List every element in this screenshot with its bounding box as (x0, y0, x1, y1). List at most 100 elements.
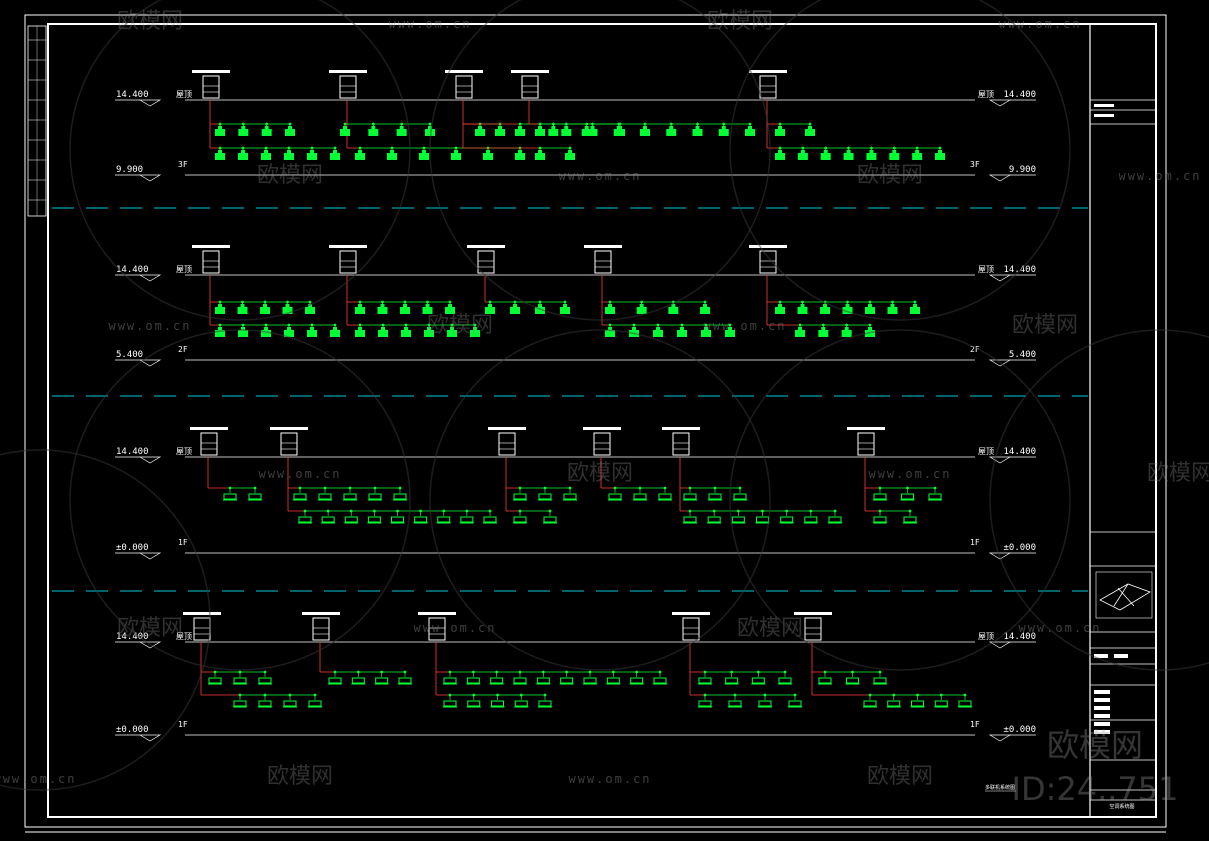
branch-joint (358, 146, 362, 150)
outdoor-unit-cap (662, 427, 700, 430)
indoor-unit (873, 493, 887, 500)
indoor-unit-neck (287, 150, 291, 153)
branch-joint (823, 670, 827, 674)
branch-joint (563, 300, 567, 304)
indoor-unit (443, 700, 457, 707)
branch-joint (471, 670, 475, 674)
indoor-unit (536, 677, 550, 684)
branch-joint (538, 122, 542, 126)
level-triangle (138, 641, 162, 649)
watermark-brand-large: 欧模网 (1047, 726, 1143, 764)
title-block-frame (1089, 23, 1157, 818)
branch-joint (785, 509, 789, 513)
branch-joint (310, 146, 314, 150)
indoor-unit-neck (264, 327, 268, 330)
indoor-unit-neck (381, 327, 385, 330)
indoor-unit (901, 493, 914, 500)
branch-joint (938, 146, 942, 150)
indoor-unit-neck (486, 150, 490, 153)
branch-joint (688, 509, 692, 513)
watermark-url: www.om.cn (1118, 169, 1201, 183)
branch-joint (778, 122, 782, 126)
indoor-unit-neck (721, 126, 726, 129)
indoor-unit (208, 677, 222, 684)
branch-joint (398, 486, 402, 490)
indoor-unit (283, 700, 297, 707)
indoor-unit (805, 129, 815, 136)
watermark-ring (729, 329, 1071, 671)
branch-joint (263, 693, 267, 697)
indoor-unit (911, 700, 924, 707)
indoor-unit-neck (288, 126, 292, 129)
floor-label-left: 2F (178, 345, 188, 354)
indoor-unit (367, 516, 381, 523)
branch-joint (808, 122, 812, 126)
branch-joint (241, 323, 245, 327)
title-block-text-line (1114, 654, 1128, 658)
indoor-unit-neck (333, 327, 337, 330)
floor-label-roof-left: 屋顶 (176, 90, 192, 99)
indoor-unit-neck (380, 304, 385, 307)
branch-joint (372, 509, 376, 513)
branch-joint (868, 323, 872, 327)
indoor-unit (725, 677, 739, 684)
indoor-unit (865, 330, 875, 337)
indoor-unit (437, 516, 451, 523)
branch-joint (518, 670, 522, 674)
indoor-unit (873, 516, 887, 523)
vrf-system (183, 612, 322, 708)
indoor-unit (910, 307, 920, 314)
level-mark-right-top: 14.400 (988, 265, 1036, 282)
watermark-brand: 欧模网 (857, 163, 923, 188)
branch-joint (422, 146, 426, 150)
indoor-unit-neck (538, 126, 542, 129)
indoor-unit (466, 677, 480, 684)
indoor-unit-neck (632, 327, 636, 330)
branch-joint (518, 122, 522, 126)
branch-joint (733, 693, 737, 697)
indoor-unit (583, 677, 597, 684)
indoor-unit (560, 677, 574, 684)
indoor-unit (355, 307, 365, 314)
indoor-unit-neck (358, 327, 362, 330)
level-mark-left-top: 14.400 (115, 90, 162, 107)
title-block-text-line (1094, 698, 1110, 702)
branch-joint (288, 693, 292, 697)
indoor-unit (698, 677, 712, 684)
outdoor-unit-body (593, 432, 611, 456)
indoor-unit-neck (890, 304, 895, 307)
vrf-system (190, 427, 262, 501)
branch-joint (748, 122, 752, 126)
indoor-unit-neck (821, 327, 826, 330)
indoor-unit-neck (671, 304, 676, 307)
indoor-unit (828, 516, 842, 523)
outdoor-unit-cap (794, 612, 832, 615)
indoor-unit (818, 677, 832, 684)
indoor-unit (935, 153, 945, 160)
indoor-unit (460, 516, 474, 523)
vrf-system (467, 245, 570, 314)
indoor-unit-neck (427, 327, 431, 330)
level-triangle (138, 734, 162, 742)
level-value: ±0.000 (116, 543, 149, 553)
level-triangle (988, 552, 1012, 560)
floor-label-right: 1F (970, 720, 980, 729)
level-mark-right-bottom: ±0.000 (988, 543, 1036, 560)
indoor-unit (447, 330, 457, 337)
indoor-unit (307, 153, 317, 160)
branch-joint (656, 323, 660, 327)
indoor-unit-neck (218, 304, 222, 307)
branch-joint (396, 509, 399, 513)
branch-joint (939, 693, 943, 697)
level-value: 14.400 (1003, 90, 1036, 100)
branch-joint (632, 323, 636, 327)
indoor-unit-neck (218, 126, 222, 129)
title-block-text-line (1094, 706, 1110, 710)
indoor-unit (718, 129, 729, 136)
branch-joint (963, 693, 967, 697)
branch-joint (669, 122, 673, 126)
indoor-unit-neck (425, 304, 430, 307)
indoor-unit-neck (538, 304, 542, 307)
inner-frame (47, 23, 1157, 818)
